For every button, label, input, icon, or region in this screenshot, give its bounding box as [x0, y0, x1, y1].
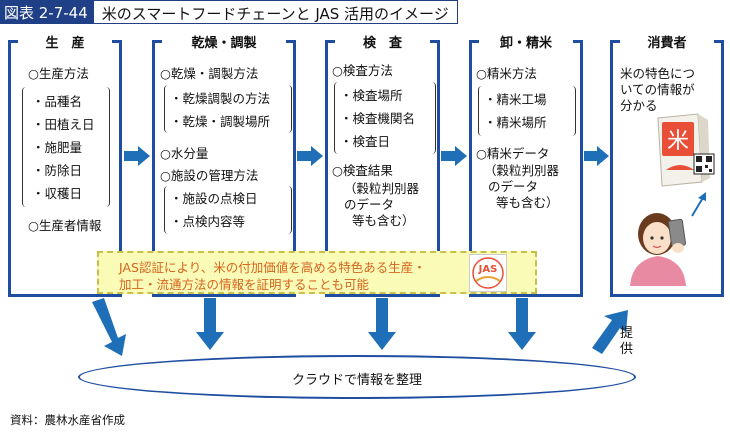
stage-item: ・施設の点検日: [170, 191, 258, 206]
stage-item: ・検査機関名: [340, 111, 416, 126]
stage-item: ・収穫日: [32, 186, 83, 201]
scan-arrow-icon: [691, 192, 706, 217]
stage-item: ・施肥量: [32, 140, 83, 155]
stage-item: ○精米方法: [476, 66, 537, 81]
stage-item: ・田植え日: [32, 117, 95, 132]
stage-item: ・乾燥・調製場所: [170, 114, 271, 129]
item-bracket: [164, 186, 292, 234]
stage-item: ・検査場所: [340, 88, 403, 103]
down-arrow-icon: [508, 298, 536, 350]
stage-box-drying: 乾燥・調製: [152, 36, 296, 297]
flow-arrow-icon: [584, 146, 609, 166]
down-arrow-icon: [368, 298, 396, 350]
flow-arrow-icon: [441, 146, 467, 166]
banner-line-2: 加工・流通方法の情報を証明することも可能: [119, 277, 370, 292]
stage-item: ○乾燥・調製方法: [160, 66, 259, 81]
stage-item: （穀粒判別器: [344, 181, 420, 196]
stage-heading: 卸・精米: [499, 36, 552, 51]
stage-item: 等も含む）: [352, 213, 415, 228]
stage-box-milling: 卸・精米: [469, 36, 583, 297]
smartphone-icon: [668, 218, 686, 248]
up-arrow-icon: [592, 310, 628, 354]
item-bracket: [334, 82, 436, 154]
source-note: 資料：農林水産省作成: [10, 413, 125, 427]
stage-item: ○生産方法: [28, 66, 89, 81]
stage-item: ・品種名: [32, 94, 83, 109]
provide-label: 提 供: [620, 326, 634, 358]
stage-item: ・精米工場: [484, 92, 547, 107]
cloud-arrows: [92, 298, 628, 356]
stage-item: ・点検内容等: [170, 214, 246, 229]
stage-item: ・検査日: [340, 134, 391, 149]
stage-item: のデータ: [488, 179, 539, 194]
stage-item: ○水分量: [160, 146, 209, 161]
down-arrow-icon: [92, 298, 126, 356]
stage-item: ・精米場所: [484, 115, 547, 130]
stage-box-consumer: 消費者: [610, 36, 724, 297]
stage-box-production: 生 産: [8, 36, 122, 297]
rice-bag-label: 米: [667, 129, 689, 154]
figure-title-bar: 図表 2-7-44 米のスマートフードチェーンと JAS 活用のイメージ: [0, 0, 458, 24]
figure-number: 図表 2-7-44: [0, 0, 94, 24]
jas-logo-icon: JAS: [469, 254, 507, 292]
stage-heading: 検 査: [362, 36, 402, 51]
cloud-ellipse: クラウドで情報を整理: [78, 355, 636, 399]
stage-heading: 乾燥・調製: [191, 36, 257, 51]
stage-item: 米の特色につ: [620, 66, 696, 81]
stage-heading: 消費者: [647, 36, 687, 51]
stage-heading: 生 産: [45, 36, 85, 51]
flow-arrow-icon: [124, 146, 150, 166]
stage-item: ・防除日: [32, 163, 83, 178]
stage-item: 分かる: [620, 98, 658, 113]
stage-item: （穀粒判別器: [484, 163, 560, 178]
banner-line-1: JAS認証により、米の付加価値を高める特色ある生産・: [119, 260, 426, 275]
stage-item: ○検査結果: [332, 163, 393, 178]
jas-logo-text: JAS: [478, 264, 498, 275]
stage-item: ○生産者情報: [28, 218, 102, 233]
stage-item: ○施設の管理方法: [160, 168, 259, 183]
consumer-person-icon: [630, 213, 686, 286]
down-arrow-icon: [196, 298, 224, 350]
jas-certification-banner: JAS認証により、米の付加価値を高める特色ある生産・ 加工・流通方法の情報を証明…: [97, 251, 537, 294]
stage-item: 等も含む）: [496, 195, 559, 210]
rice-bag-illustration: 米: [657, 113, 715, 187]
flow-arrow-icon: [297, 146, 323, 166]
cloud-label: クラウドで情報を整理: [291, 373, 422, 388]
item-bracket: [478, 86, 576, 136]
stage-item: いての情報が: [620, 82, 695, 97]
stage-item: ○精米データ: [476, 146, 550, 161]
stage-item: のデータ: [344, 197, 395, 212]
stage-item: ○検査方法: [332, 63, 393, 78]
provide-char: 提: [620, 326, 634, 341]
stage-item: ・乾燥調製の方法: [170, 91, 271, 106]
item-bracket: [22, 87, 110, 207]
item-bracket: [164, 85, 292, 133]
provide-char: 供: [620, 342, 634, 357]
stage-box-inspection: 検 査: [325, 36, 440, 297]
figure-title: 米のスマートフードチェーンと JAS 活用のイメージ: [93, 0, 458, 24]
